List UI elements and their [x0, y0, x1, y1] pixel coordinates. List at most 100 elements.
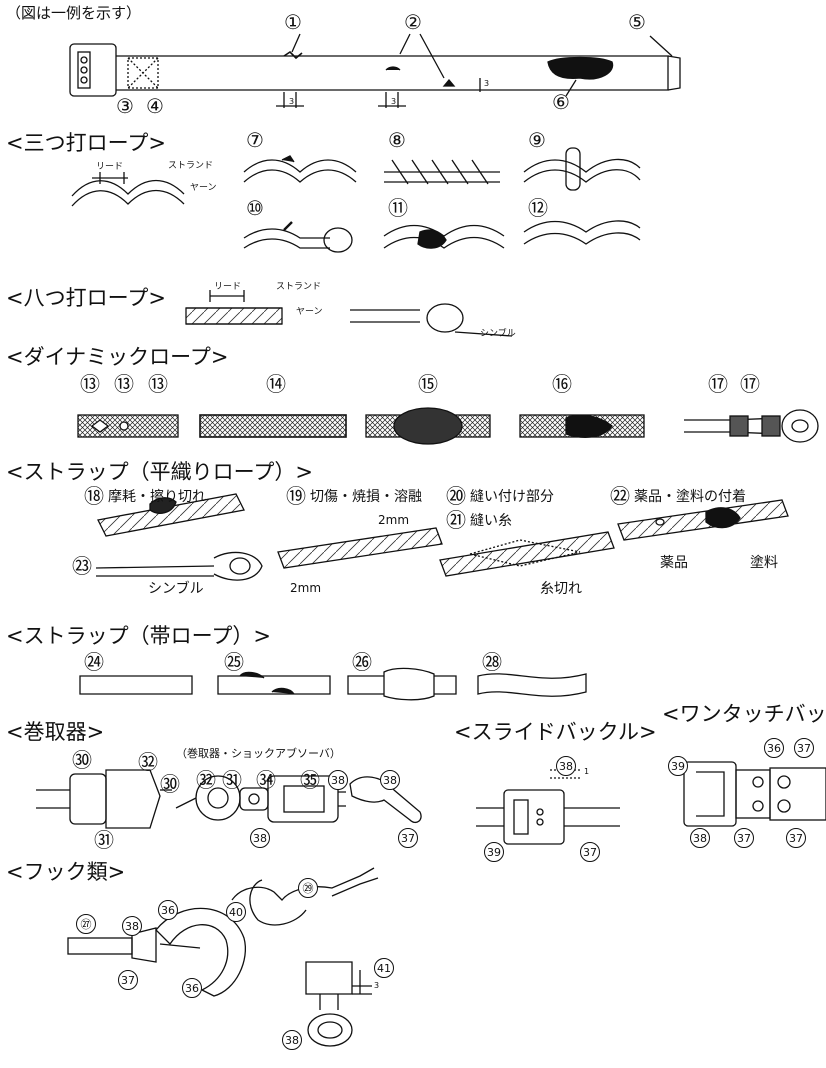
label-strand: ストランド — [168, 161, 214, 171]
marker-14: ⑭ — [266, 372, 286, 396]
marker-2: ② — [404, 10, 422, 34]
marker-18: ⑱ — [84, 484, 104, 508]
label-lead: リード — [96, 162, 124, 172]
marker-39b: 39 — [668, 756, 688, 776]
marker-1: ① — [284, 10, 302, 34]
marker-13b: ⑬ — [114, 372, 134, 396]
caption-22: 薬品・塗料の付着 — [634, 489, 746, 505]
marker-23: ㉓ — [72, 554, 92, 578]
marker-13c: ⑬ — [148, 372, 168, 396]
figure-note: （図は一例を示す） — [6, 4, 142, 22]
label-2mm-bottom: 2mm — [290, 581, 322, 595]
label-lead-8: リード — [214, 282, 242, 292]
marker-40: 40 — [226, 902, 246, 922]
eight-strand-rope-illustrations — [185, 290, 513, 337]
marker-7: ⑦ — [246, 128, 264, 152]
hook-illustrations — [67, 867, 379, 1047]
marker-20: ⑳ — [446, 484, 466, 508]
marker-30b: ㉚ — [160, 772, 180, 796]
marker-26: ㉖ — [352, 650, 372, 674]
marker-38d: 38 — [556, 756, 576, 776]
label-paint: 塗料 — [750, 555, 778, 571]
marker-29: ㉙ — [298, 878, 318, 898]
marker-25: ㉕ — [224, 650, 244, 674]
section-winder: <巻取器> — [6, 720, 105, 744]
marker-38c: 38 — [250, 828, 270, 848]
marker-17b: ⑰ — [740, 372, 760, 396]
marker-38e: 38 — [690, 828, 710, 848]
caption-21: 縫い糸 — [470, 513, 512, 529]
caption-18: 摩耗・擦り切れ — [108, 489, 206, 505]
marker-24: ㉔ — [84, 650, 104, 674]
label-yarn: ヤーン — [190, 183, 217, 193]
dim-1: 1 — [584, 767, 590, 776]
label-thread-cut: 糸切れ — [540, 581, 582, 597]
dim-3-d: 3 — [374, 981, 380, 990]
marker-13a: ⑬ — [80, 372, 100, 396]
marker-38a: 38 — [328, 770, 348, 790]
marker-10: ⑩ — [246, 196, 264, 220]
dim-3-c: 3 — [484, 79, 490, 88]
dim-3-b: 3 — [391, 97, 397, 106]
marker-4: ④ — [146, 94, 164, 118]
marker-34: ㉞ — [256, 768, 276, 792]
band-strap-illustrations — [79, 667, 587, 701]
label-chemical: 薬品 — [660, 555, 688, 571]
caption-19: 切傷・焼損・溶融 — [310, 489, 422, 505]
marker-37e: 37 — [786, 828, 806, 848]
marker-37b: 37 — [580, 842, 600, 862]
label-thimble-8: シンブル — [480, 329, 516, 339]
marker-6: ⑥ — [552, 90, 570, 114]
marker-22: ㉒ — [610, 484, 630, 508]
marker-35: ㉟ — [300, 768, 320, 792]
marker-11: ⑪ — [388, 196, 408, 220]
marker-37c: 37 — [794, 738, 814, 758]
label-yarn-8: ヤーン — [296, 307, 323, 317]
winder-illustrations — [36, 769, 422, 829]
label-thimble: シンブル — [148, 581, 204, 597]
label-2mm-top: 2mm — [378, 513, 410, 527]
marker-38g: 38 — [282, 1030, 302, 1050]
marker-31b: ㉛ — [222, 768, 242, 792]
caption-20: 縫い付け部分 — [470, 489, 554, 505]
marker-32b: ㉜ — [196, 768, 216, 792]
marker-19: ⑲ — [286, 484, 306, 508]
label-strand-8: ストランド — [276, 282, 322, 292]
marker-17a: ⑰ — [708, 372, 728, 396]
three-strand-rope-illustrations — [71, 147, 641, 253]
marker-16: ⑯ — [552, 372, 572, 396]
marker-31a: ㉛ — [94, 828, 114, 852]
marker-27: ㉗ — [76, 914, 96, 934]
one-touch-buckle-illustration — [683, 761, 826, 827]
section-dynamic-rope: <ダイナミックロープ> — [6, 345, 229, 369]
label-winder-note: （巻取器・ショックアブソーバ） — [176, 747, 341, 760]
marker-39a: 39 — [484, 842, 504, 862]
section-strap-band: <ストラップ（帯ロープ）> — [6, 624, 271, 648]
marker-3: ③ — [116, 94, 134, 118]
marker-32a: ㉜ — [138, 750, 158, 774]
marker-36a: 36 — [764, 738, 784, 758]
section-three-strand-rope: <三つ打ロープ> — [6, 131, 166, 155]
section-eight-strand-rope: <八つ打ロープ> — [6, 286, 166, 310]
marker-41: 41 — [374, 958, 394, 978]
slide-buckle-illustration — [476, 769, 620, 845]
section-one-touch-buckle: <ワンタッチバック — [662, 702, 826, 726]
section-slide-buckle: <スライドバックル> — [454, 720, 657, 744]
marker-12: ⑫ — [528, 196, 548, 220]
section-hooks: <フック類> — [6, 860, 126, 884]
section-strap-flat: <ストラップ（平織りロープ）> — [6, 460, 313, 484]
marker-28: ㉘ — [482, 650, 502, 674]
marker-5: ⑤ — [628, 10, 646, 34]
marker-30a: ㉚ — [72, 748, 92, 772]
marker-36b: 36 — [158, 900, 178, 920]
marker-36c: 36 — [182, 978, 202, 998]
marker-15: ⑮ — [418, 372, 438, 396]
dynamic-rope-illustrations — [77, 407, 819, 445]
dim-3-a: 3 — [289, 97, 295, 106]
marker-37d: 37 — [734, 828, 754, 848]
marker-9: ⑨ — [528, 128, 546, 152]
marker-38b: 38 — [380, 770, 400, 790]
marker-21: ㉑ — [446, 508, 466, 532]
marker-8: ⑧ — [388, 128, 406, 152]
